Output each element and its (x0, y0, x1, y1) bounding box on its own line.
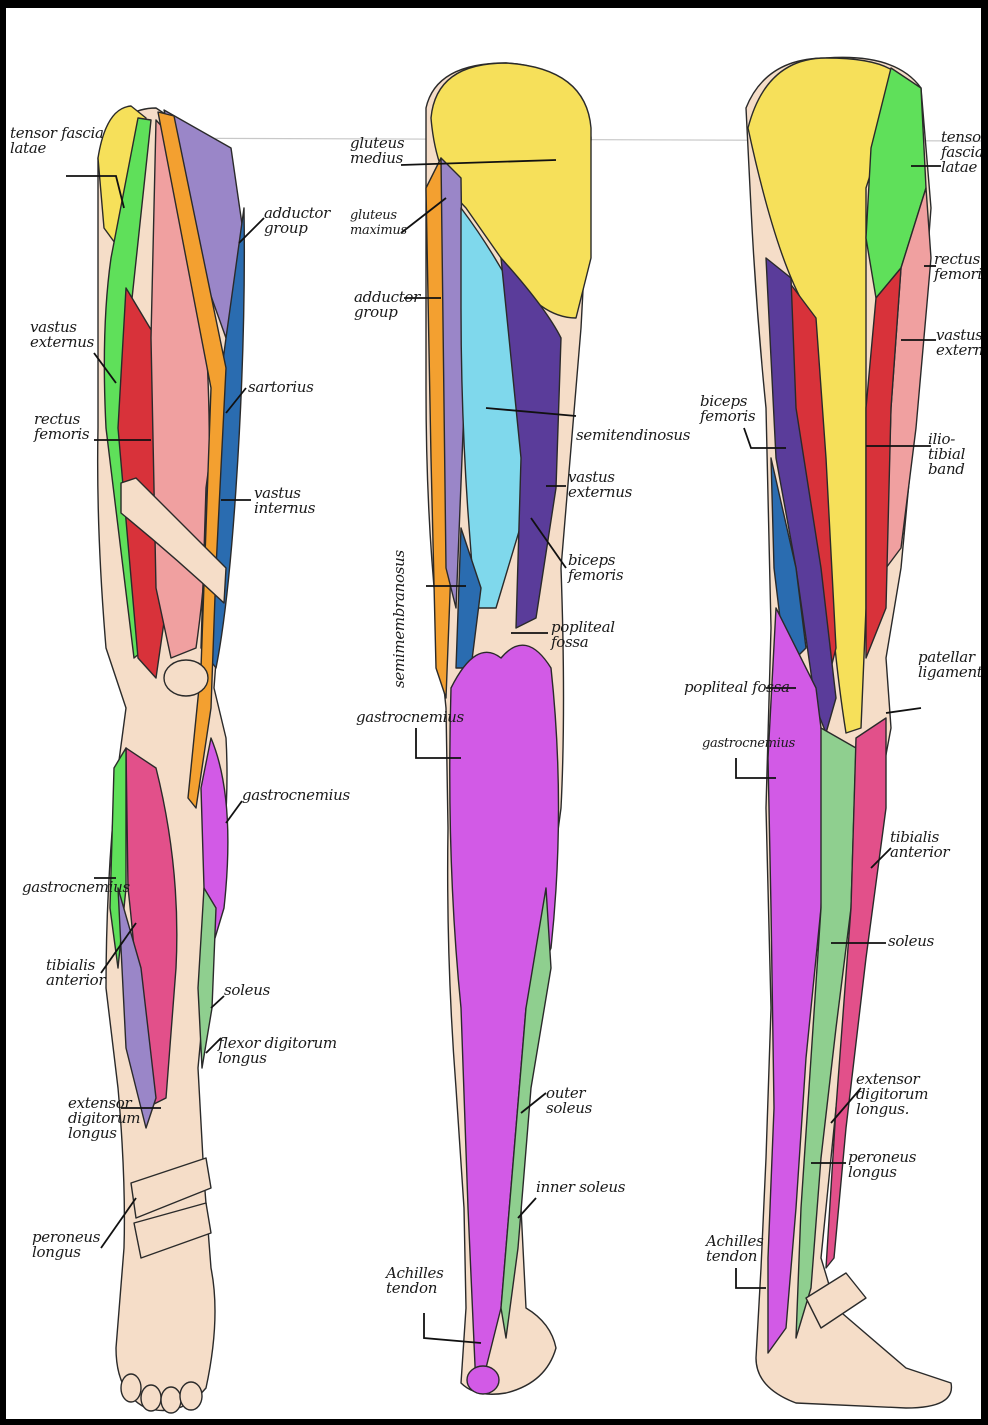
label-vastus-externus-front: vastus externus (30, 320, 94, 350)
leg-muscle-illustration (6, 8, 981, 1419)
label-biceps-femoris-side: biceps femoris (700, 394, 755, 424)
label-outer-soleus: outer soleus (546, 1086, 592, 1116)
label-inner-soleus: inner soleus (536, 1180, 625, 1195)
label-gastrocnemius-back: gastrocnemius (356, 710, 464, 725)
label-soleus-side: soleus (888, 934, 934, 949)
label-vastus-externus-back: vastus externus (568, 470, 632, 500)
back-heel (467, 1366, 499, 1394)
label-extensor-digitorum-longus-front: extensor digitorum longus (68, 1096, 140, 1141)
label-extensor-digitorum-longus-side: extensor digitorum longus. (856, 1072, 981, 1117)
label-sartorius: sartorius (248, 380, 314, 395)
front-patella (164, 660, 208, 696)
label-peroneus-longus-front: peroneus longus (32, 1230, 100, 1260)
label-tensor-fascia-latae-side: tensor fascia latae (941, 130, 981, 175)
label-patellar-ligament: patellar ligament (918, 650, 981, 680)
label-popliteal-fossa-back: popliteal fossa (551, 620, 615, 650)
label-rectus-femoris-front: rectus femoris (34, 412, 89, 442)
label-achilles-tendon-back: Achilles tendon (386, 1266, 443, 1296)
label-ilio-tibial-band: ilio-tibial band (928, 432, 981, 477)
label-adductor-group-back: adductor group (354, 290, 420, 320)
front-leg-view (98, 106, 245, 1413)
label-tibialis-anterior-side: tibialis anterior (890, 830, 949, 860)
label-biceps-femoris-back: biceps femoris (568, 553, 623, 583)
label-vastus-internus: vastus internus (254, 486, 315, 516)
label-gluteus-maximus: gluteus maximus (350, 208, 407, 238)
label-vastus-externus-side: vastus externus (936, 328, 981, 358)
label-gluteus-medius: gluteus medius (350, 136, 404, 166)
label-adductor-group-front: adductor group (264, 206, 330, 236)
label-tensor-fascia-latae-front: tensor fascia latae (10, 126, 104, 156)
label-gastrocnemius-front-left: gastrocnemius (22, 880, 130, 895)
label-tibialis-anterior-front: tibialis anterior (46, 958, 105, 988)
label-soleus-front: soleus (224, 983, 270, 998)
label-semimembranosus: semimembranosus (392, 550, 407, 688)
anatomy-sheet: tensor fascia latae adductor group vastu… (6, 8, 981, 1419)
label-gastrocnemius-front-right: gastrocnemius (242, 788, 350, 803)
label-popliteal-fossa-side: popliteal fossa (684, 680, 790, 695)
label-achilles-tendon-side: Achilles tendon (706, 1234, 763, 1264)
label-rectus-femoris-side: rectus femoris (934, 252, 981, 282)
label-semitendinosus: semitendinosus (576, 428, 690, 443)
side-leg-view (746, 57, 951, 1408)
label-gastrocnemius-side: gastrocnemius (702, 736, 795, 751)
label-flexor-digitorum-longus: flexor digitorum longus (218, 1036, 337, 1066)
label-peroneus-longus-side: peroneus longus (848, 1150, 916, 1180)
